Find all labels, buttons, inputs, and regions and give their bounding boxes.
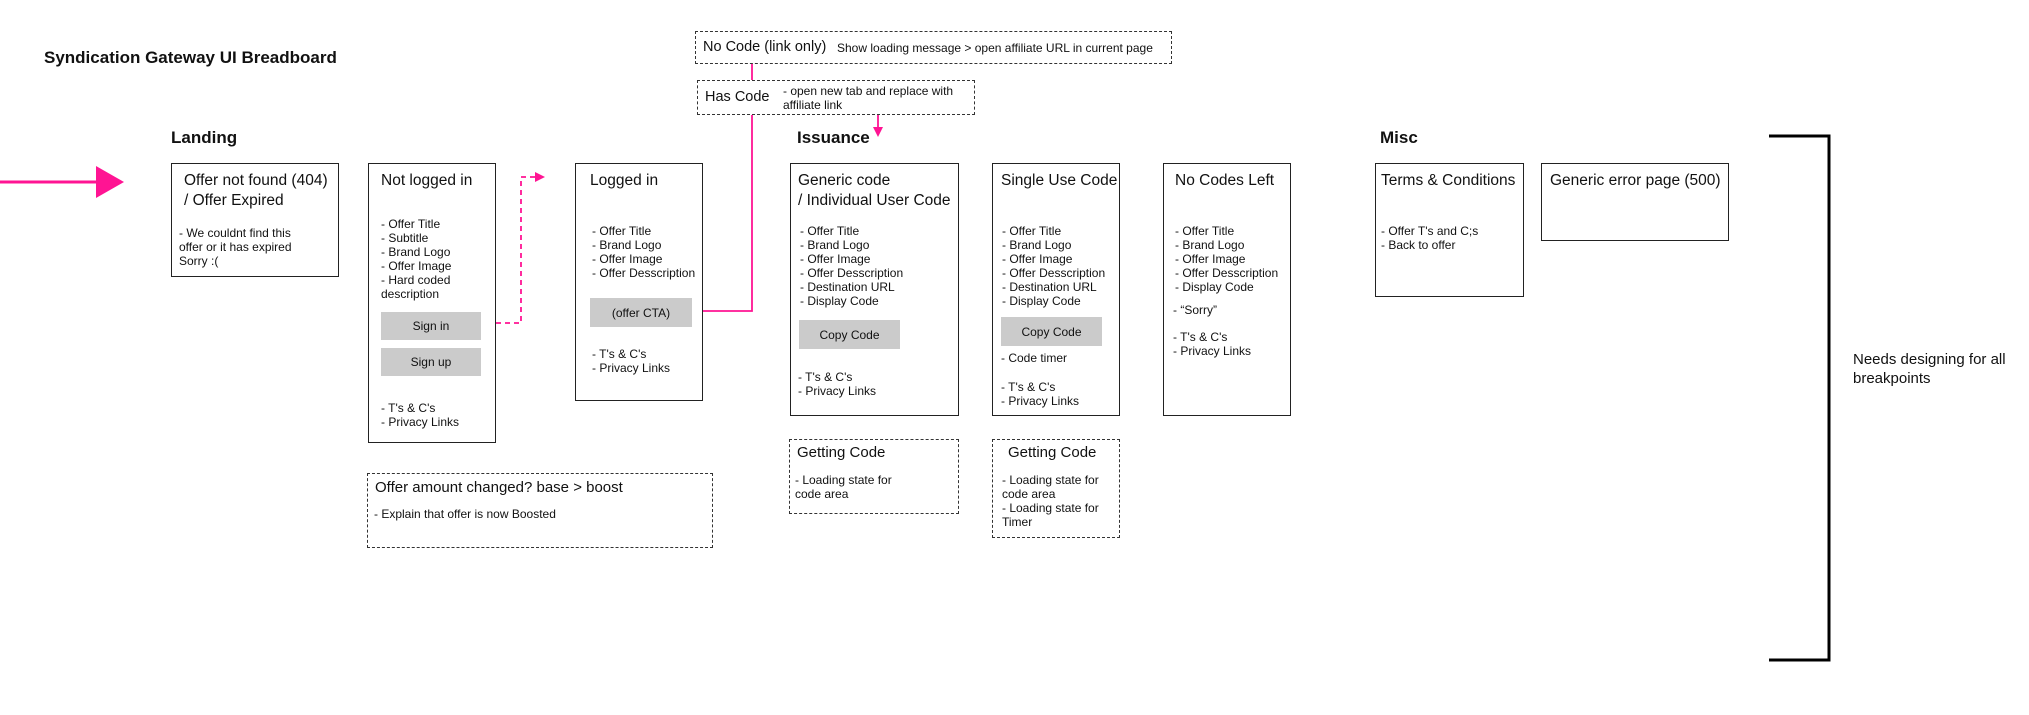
- copy-code-button[interactable]: Copy Code: [799, 320, 900, 349]
- cta-flow-line: [688, 113, 753, 312]
- state-title: Getting Code: [1008, 444, 1097, 461]
- card-items: - Offer Title - Subtitle - Brand Logo - …: [381, 217, 452, 301]
- card-title: No Codes Left: [1175, 172, 1275, 189]
- getting-code-box-1: Getting Code - Loading state for code ar…: [789, 439, 959, 514]
- card-items: - We couldnt find this offer or it has e…: [179, 226, 292, 268]
- card-title: Not logged in: [381, 172, 473, 189]
- card-title: Offer not found (404) / Offer Expired: [184, 172, 328, 209]
- breakpoint-bracket: [1769, 134, 1831, 662]
- state-note: - Loading state for code area: [795, 473, 892, 501]
- card-footer: - T's & C's - Privacy Links: [381, 401, 460, 429]
- card-items: - Offer T's and C;s - Back to offer: [1381, 224, 1479, 252]
- sign-in-flow-arrow: [478, 176, 535, 324]
- section-landing: Landing: [171, 128, 238, 147]
- getting-code-box-2: Getting Code - Loading state for code ar…: [992, 439, 1120, 538]
- card-footer: - T's & C's - Privacy Links: [592, 347, 671, 375]
- section-misc: Misc: [1380, 128, 1418, 147]
- code-timer: - Code timer: [1001, 351, 1068, 365]
- card-items: - Offer Title - Brand Logo - Offer Image…: [800, 224, 904, 308]
- card-title: Generic code / Individual User Code: [798, 172, 951, 209]
- state-note: - Explain that offer is now Boosted: [374, 507, 556, 521]
- copy-code-button[interactable]: Copy Code: [1001, 317, 1102, 346]
- card-title: Logged in: [590, 172, 659, 189]
- card-footer: - T's & C's - Privacy Links: [1001, 380, 1080, 408]
- sign-in-button[interactable]: Sign in: [381, 312, 481, 340]
- no-code-box: No Code (link only) Show loading message…: [695, 31, 1172, 64]
- card-single-use-code: Single Use Code - Offer Title - Brand Lo…: [992, 163, 1120, 416]
- sign-up-button[interactable]: Sign up: [381, 348, 481, 376]
- card-generic-code: Generic code / Individual User Code - Of…: [790, 163, 959, 416]
- card-items: - Offer Title - Brand Logo - Offer Image…: [592, 224, 696, 280]
- card-title: Generic error page (500): [1550, 172, 1721, 189]
- state-title: Getting Code: [797, 444, 886, 461]
- has-code-title: Has Code: [705, 89, 770, 105]
- page-title: Syndication Gateway UI Breadboard: [44, 48, 337, 67]
- entry-arrowhead: [96, 166, 124, 198]
- state-title: Offer amount changed? base > boost: [375, 479, 623, 496]
- no-code-title: No Code (link only): [703, 39, 827, 55]
- state-note: - Loading state for code area - Loading …: [1002, 473, 1099, 529]
- card-terms-conditions: Terms & Conditions - Offer T's and C;s -…: [1375, 163, 1524, 297]
- breakpoints-note: Needs designing for all breakpoints: [1853, 351, 2006, 387]
- card-title: Terms & Conditions: [1381, 172, 1516, 189]
- card-logged-in: Logged in - Offer Title - Brand Logo - O…: [575, 163, 703, 401]
- card-generic-error: Generic error page (500): [1541, 163, 1729, 241]
- has-code-box: Has Code - open new tab and replace with…: [697, 80, 975, 115]
- card-footer: - T's & C's - Privacy Links: [1173, 330, 1252, 358]
- card-items: - Offer Title - Brand Logo - Offer Image…: [1175, 224, 1279, 294]
- offer-changed-box: Offer amount changed? base > boost - Exp…: [367, 473, 713, 548]
- sorry-text: - “Sorry”: [1173, 303, 1217, 317]
- card-offer-not-found: Offer not found (404) / Offer Expired - …: [171, 163, 339, 277]
- card-footer: - T's & C's - Privacy Links: [798, 370, 877, 398]
- card-not-logged-in: Not logged in - Offer Title - Subtitle -…: [368, 163, 496, 443]
- offer-cta-button[interactable]: (offer CTA): [590, 298, 692, 327]
- card-items: - Offer Title - Brand Logo - Offer Image…: [1002, 224, 1106, 308]
- has-code-note: - open new tab and replace with affiliat…: [783, 84, 954, 112]
- section-issuance: Issuance: [797, 128, 870, 147]
- card-title: Single Use Code: [1001, 172, 1118, 189]
- card-no-codes-left: No Codes Left - Offer Title - Brand Logo…: [1163, 163, 1291, 416]
- no-code-note: Show loading message > open affiliate UR…: [837, 41, 1153, 55]
